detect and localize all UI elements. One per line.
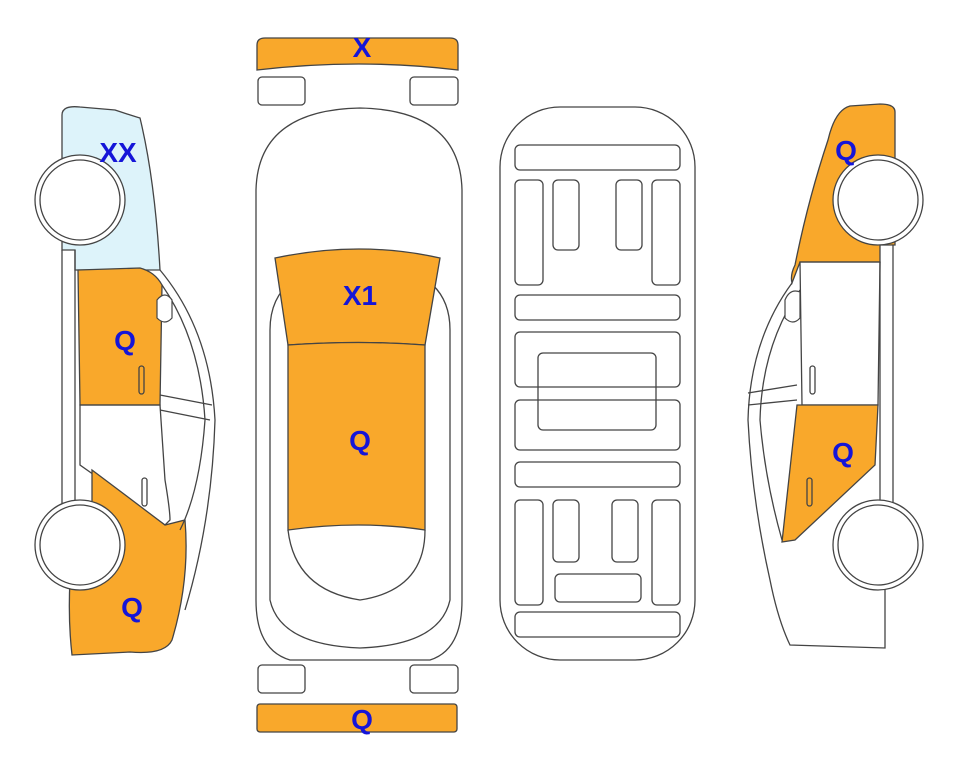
left-front-fender-label: Q xyxy=(121,592,143,623)
front-bumper-label: X xyxy=(353,32,372,63)
left-rear-door-label: Q xyxy=(114,325,136,356)
right-rear-quarter-label: Q xyxy=(835,135,857,166)
front-bumper-panel[interactable] xyxy=(256,37,459,71)
rear-bumper-label: Q xyxy=(351,704,373,735)
rear-left-light xyxy=(257,664,306,694)
top-view: X X1 Q Q xyxy=(255,32,463,735)
left-mirror xyxy=(156,294,173,323)
right-rear-door-handle xyxy=(809,365,816,395)
left-front-door-handle xyxy=(141,477,148,507)
left-rear-wheel xyxy=(34,154,126,246)
left-front-wheel xyxy=(34,499,126,591)
front-right-light xyxy=(409,76,459,106)
left-rear-door-handle xyxy=(138,365,145,395)
underbody-view xyxy=(499,106,696,661)
right-side-view: Q Q xyxy=(747,103,924,649)
left-rear-glass-label: XX xyxy=(99,137,137,168)
right-mirror xyxy=(784,290,801,323)
windshield-label: X1 xyxy=(343,280,377,311)
top-view-body xyxy=(255,107,463,661)
right-rear-wheel xyxy=(832,154,924,246)
right-front-wheel xyxy=(832,499,924,591)
left-front-door-outline xyxy=(79,404,171,526)
rear-right-light xyxy=(409,664,459,694)
front-left-light xyxy=(257,76,306,106)
roof-label: Q xyxy=(349,425,371,456)
right-front-door-handle xyxy=(806,477,813,507)
right-front-door-label: Q xyxy=(832,437,854,468)
right-front-door-panel[interactable] xyxy=(781,404,879,543)
rear-bumper-panel[interactable] xyxy=(256,703,458,733)
left-side-view: XX Q Q xyxy=(34,106,216,656)
left-rear-door-panel[interactable] xyxy=(77,267,163,406)
